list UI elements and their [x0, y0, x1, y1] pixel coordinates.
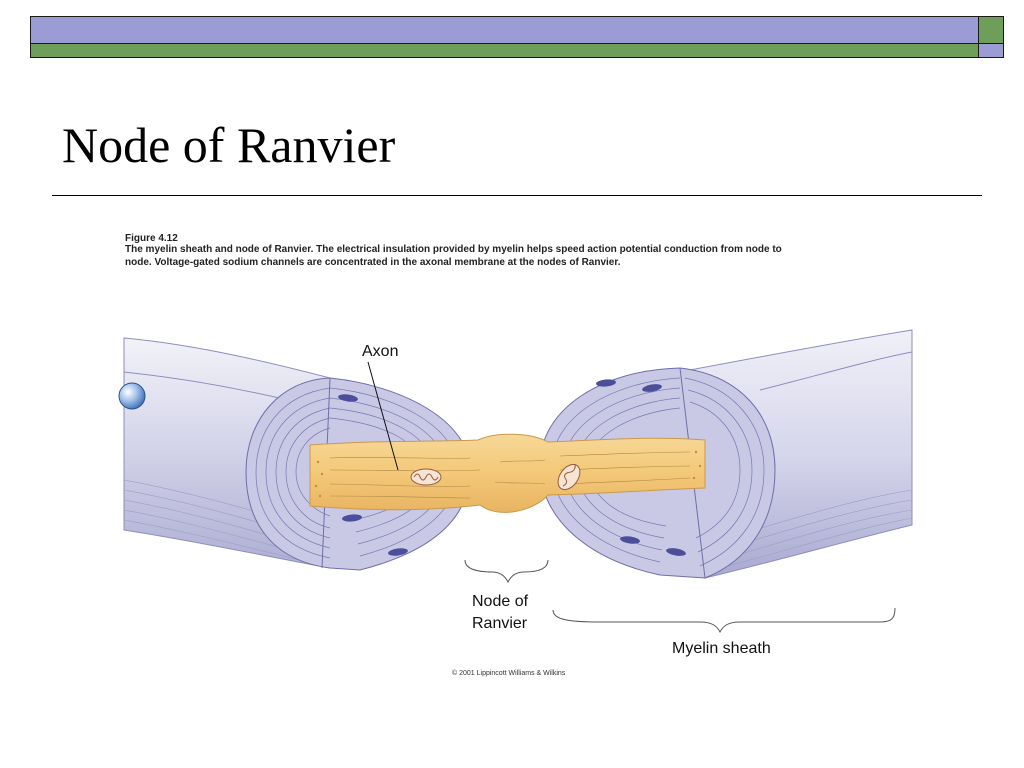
myelin-sheath-label: Myelin sheath [672, 640, 771, 657]
myelin-bracket [552, 607, 896, 634]
schwann-cell-node-icon [118, 382, 146, 410]
mitochondrion-right [557, 463, 581, 491]
title-divider [52, 195, 982, 196]
figure-number: Figure 4.12 [125, 233, 178, 244]
header-square-purple [978, 43, 1004, 58]
schwann-nuclei [338, 379, 686, 556]
figure-caption: The myelin sheath and node of Ranvier. T… [125, 244, 782, 268]
node-bracket [464, 559, 549, 584]
mitochondrion-left [410, 468, 442, 486]
node-label-line2: Ranvier [472, 615, 528, 632]
axon [309, 433, 706, 513]
slide-title: Node of Ranvier [62, 117, 396, 173]
copyright-notice: © 2001 Lippincott Williams & Wilkins [452, 670, 566, 677]
axon-leader-line [367, 361, 399, 471]
node-label-line1: Node of [472, 593, 529, 610]
axon-label: Axon [362, 343, 398, 360]
